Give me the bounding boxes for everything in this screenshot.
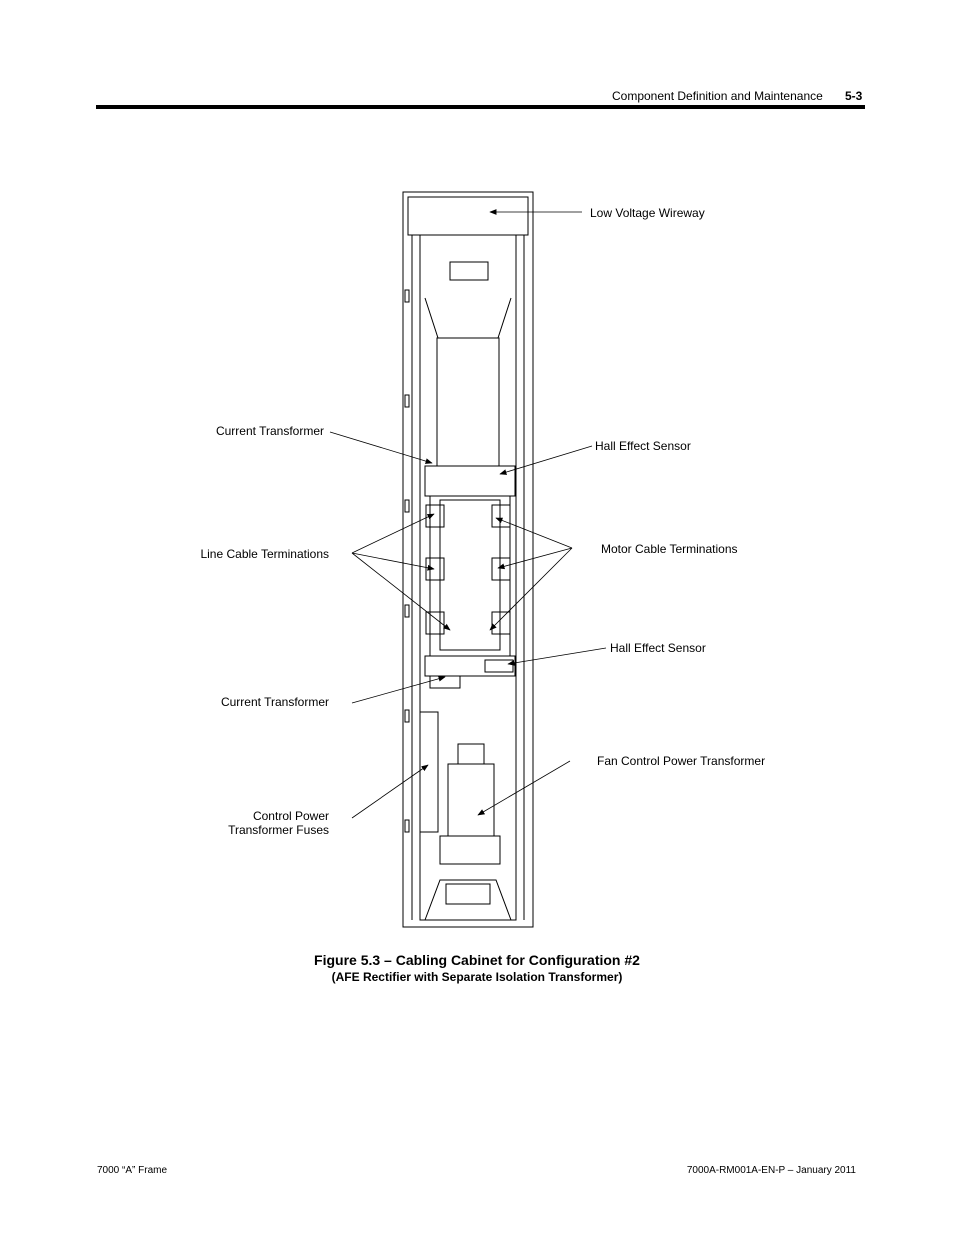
label-low-voltage-wireway: Low Voltage Wireway	[590, 206, 705, 220]
header-page-number: 5-3	[845, 89, 863, 103]
label-control-power-line2: Transformer Fuses	[228, 823, 329, 837]
label-fan-control-power-transformer: Fan Control Power Transformer	[597, 754, 766, 768]
label-motor-cable-terminations: Motor Cable Terminations	[601, 542, 738, 556]
footer-right: 7000A-RM001A-EN-P – January 2011	[686, 1165, 856, 1176]
label-hall-effect-sensor-top: Hall Effect Sensor	[595, 439, 691, 453]
label-hall-effect-sensor-bottom: Hall Effect Sensor	[610, 641, 706, 655]
label-current-transformer-top: Current Transformer	[215, 424, 324, 438]
label-control-power-line1: Control Power	[252, 809, 329, 823]
figure-subcaption: (AFE Rectifier with Separate Isolation T…	[331, 970, 623, 984]
footer-left: 7000 “A” Frame	[97, 1165, 168, 1176]
header-section-title: Component Definition and Maintenance	[612, 89, 823, 103]
figure-caption: Figure 5.3 – Cabling Cabinet for Configu…	[314, 952, 640, 968]
label-line-cable-terminations: Line Cable Terminations	[200, 547, 329, 561]
header-rule	[96, 105, 865, 109]
label-current-transformer-bottom: Current Transformer	[220, 695, 329, 709]
